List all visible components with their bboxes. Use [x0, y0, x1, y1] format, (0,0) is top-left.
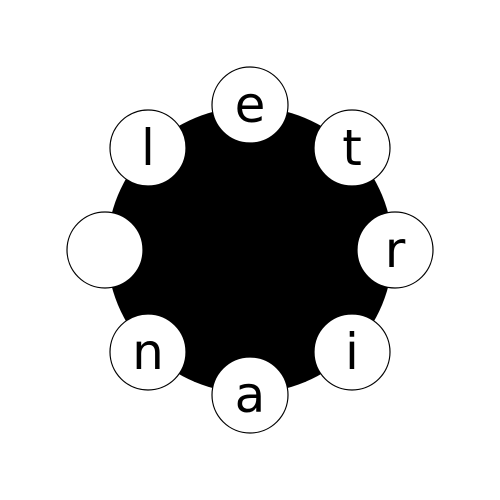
- letter-tile-bottom-left[interactable]: n: [109, 313, 187, 391]
- tile-letter: i: [345, 323, 359, 381]
- letter-tile-top-right[interactable]: t: [313, 109, 391, 187]
- tile-letter: t: [342, 119, 362, 177]
- letter-tile-top[interactable]: e: [211, 66, 289, 144]
- tile-letter: r: [385, 221, 406, 279]
- wheel-hub: [107, 107, 393, 393]
- tile-letter: n: [132, 323, 164, 381]
- letter-tile-bottom[interactable]: a: [211, 356, 289, 434]
- letter-tile-left[interactable]: [66, 211, 144, 289]
- letter-tile-bottom-right[interactable]: i: [313, 313, 391, 391]
- letter-tile-top-left[interactable]: l: [109, 109, 187, 187]
- tile-letter: a: [235, 366, 266, 424]
- tile-letter: e: [235, 76, 266, 134]
- letter-tile-right[interactable]: r: [356, 211, 434, 289]
- tile-letter: l: [141, 119, 155, 177]
